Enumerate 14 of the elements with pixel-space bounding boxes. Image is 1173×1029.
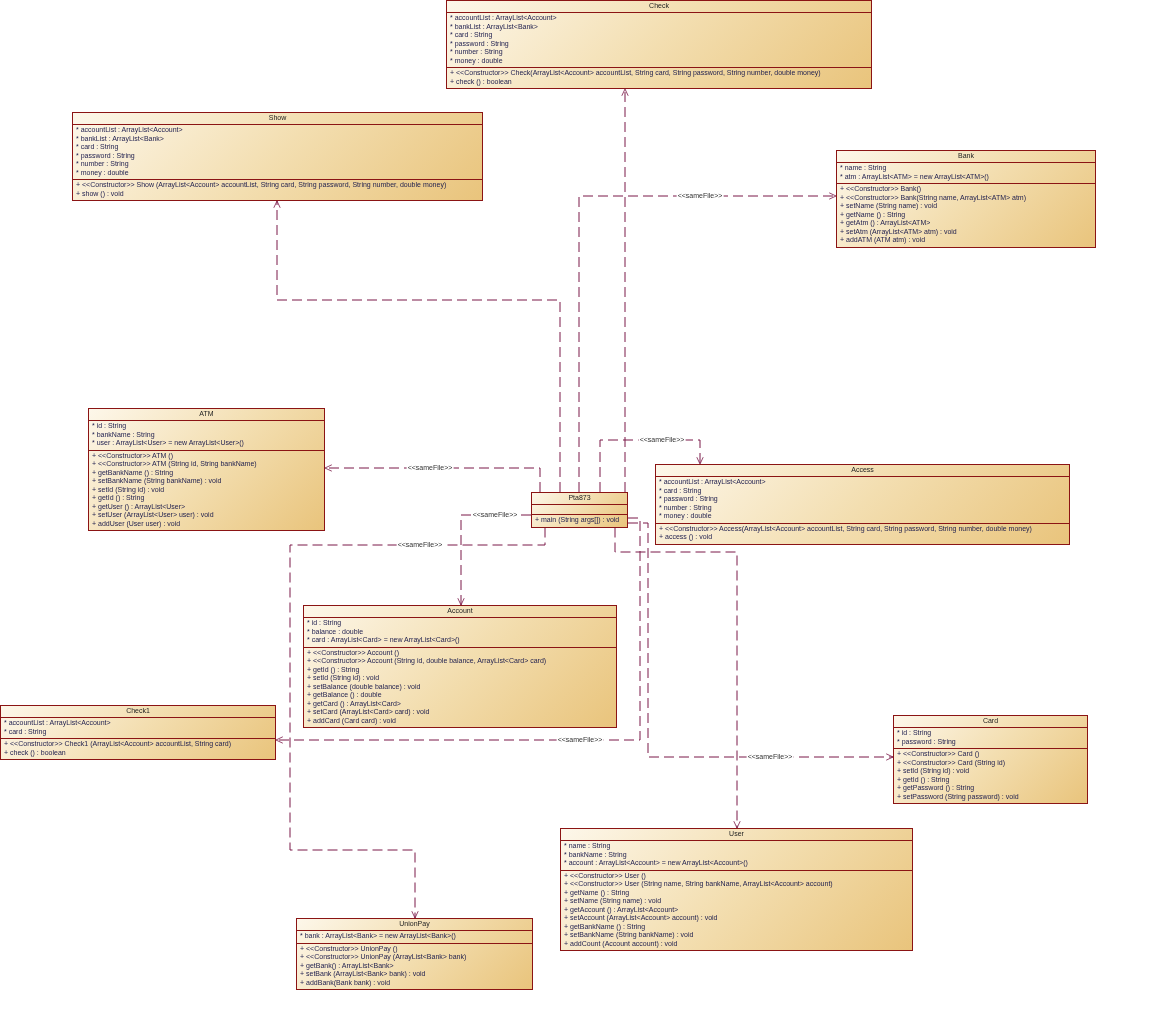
class-box [88, 408, 325, 531]
dependency-arrow [627, 522, 894, 761]
class-box [303, 605, 617, 728]
class-box [296, 918, 533, 990]
dependency-arrow [614, 527, 741, 829]
class-box [531, 492, 628, 528]
class-box [0, 705, 276, 760]
class-box [560, 828, 913, 951]
class-box [72, 112, 483, 201]
dependency-arrow [289, 527, 546, 919]
class-box [836, 150, 1096, 248]
class-box [893, 715, 1088, 804]
class-box [655, 464, 1070, 545]
class-box [446, 0, 872, 89]
